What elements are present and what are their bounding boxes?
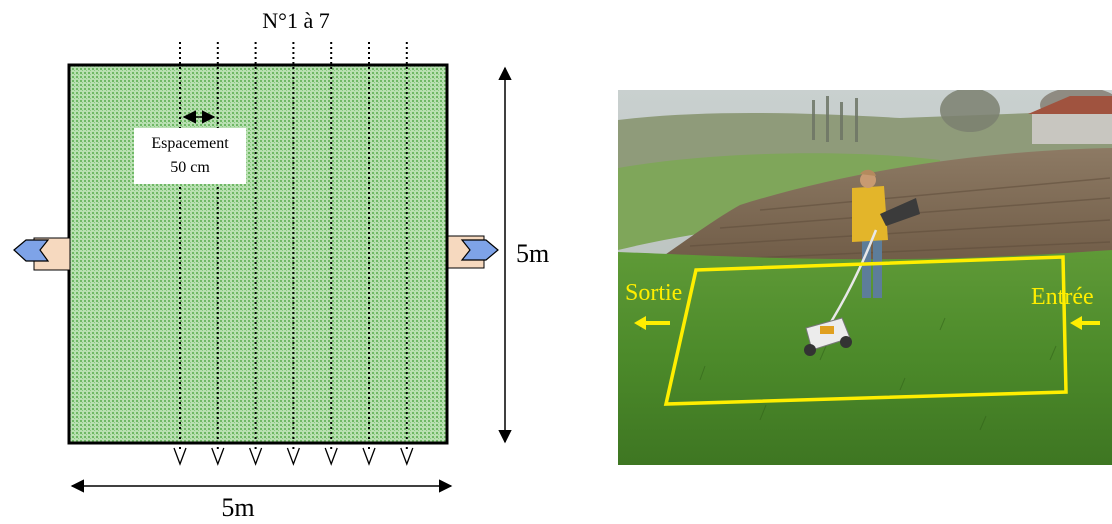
profiles-title: N°1 à 7 (262, 8, 329, 33)
profile-arrowhead-5 (324, 447, 338, 466)
spacing-label-line1: Espacement (151, 135, 229, 152)
left-electrode-connector (13, 237, 71, 271)
profile-arrowhead-1 (173, 447, 187, 466)
profile-arrowhead-4 (286, 447, 301, 466)
field-photo: Sortie Entrée (618, 90, 1112, 465)
profile-arrowhead-3 (248, 447, 263, 466)
height-label: 5m (516, 239, 549, 268)
exit-label: Sortie (625, 280, 682, 306)
survey-plot (67, 63, 449, 445)
spacing-label-line2: 50 cm (170, 159, 210, 176)
right-electrode-connector (447, 235, 499, 269)
entry-label: Entrée (1031, 284, 1094, 310)
em-cart-device (804, 317, 852, 356)
profile-lines (173, 42, 414, 466)
farm-building (1032, 112, 1112, 144)
entry-arrow (1070, 316, 1100, 330)
laptop (880, 198, 920, 226)
profile-arrowhead-6 (362, 447, 376, 466)
exit-arrow (634, 316, 670, 330)
width-label: 5m (221, 493, 254, 522)
profile-arrowhead-7 (400, 447, 414, 466)
profile-arrowhead-2 (211, 447, 225, 466)
survey-diagram: N°1 à 7 Espacement 50 cm 5m 5m (13, 8, 549, 522)
spacing-label-box (134, 128, 246, 184)
survey-frame (663, 255, 1068, 406)
operator-person (852, 169, 920, 298)
